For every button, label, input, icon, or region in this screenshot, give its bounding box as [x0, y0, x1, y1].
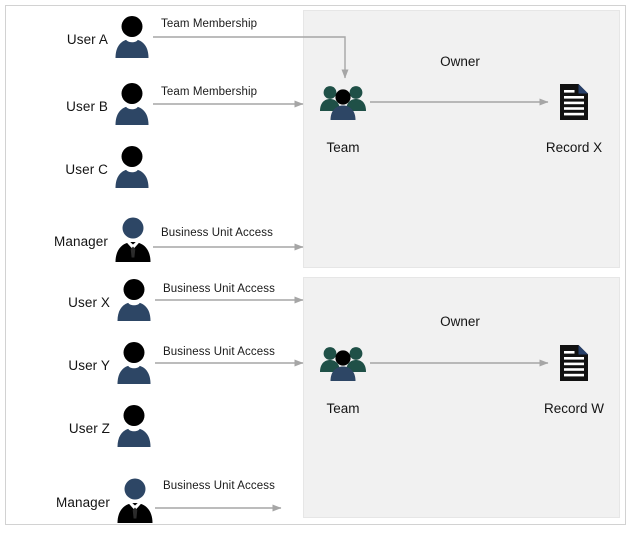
team-icon	[320, 345, 366, 381]
manager-icon	[114, 216, 152, 262]
team-label-top: Team	[326, 140, 360, 155]
person-icon	[114, 14, 150, 58]
owner-label-top: Owner	[440, 54, 480, 69]
record-label-w: Record W	[543, 401, 604, 416]
edge-label-user-y: Business Unit Access	[163, 346, 275, 358]
person-icon	[114, 81, 150, 125]
edge-label-manager-bottom: Business Unit Access	[163, 480, 275, 492]
edge-label-user-b: Team Membership	[161, 86, 258, 98]
actor-label-user-c: User C	[65, 162, 108, 177]
manager-icon	[116, 477, 154, 523]
actor-label-manager-top: Manager	[54, 234, 108, 249]
actor-label-user-y: User Y	[68, 358, 110, 373]
team-label-bottom: Team	[326, 401, 360, 416]
person-icon	[116, 340, 152, 384]
actor-label-user-z: User Z	[68, 421, 110, 436]
person-icon	[116, 277, 152, 321]
record-icon	[560, 84, 588, 120]
owner-panel-bottom	[303, 277, 620, 518]
actor-label-user-a: User A	[66, 32, 108, 47]
record-label-x: Record X	[545, 140, 603, 155]
person-icon	[116, 403, 152, 447]
edge-label-user-x: Business Unit Access	[163, 283, 275, 295]
record-icon	[560, 345, 588, 381]
edge-label-user-a: Team Membership	[161, 18, 258, 30]
owner-label-bottom: Owner	[440, 314, 480, 329]
actor-label-user-b: User B	[66, 99, 108, 114]
team-icon	[320, 84, 366, 120]
actor-label-user-x: User X	[68, 295, 110, 310]
person-icon	[114, 144, 150, 188]
edge-label-manager-top: Business Unit Access	[161, 227, 273, 239]
owner-panel-top	[303, 10, 620, 268]
actor-label-manager-bottom: Manager	[56, 495, 110, 510]
